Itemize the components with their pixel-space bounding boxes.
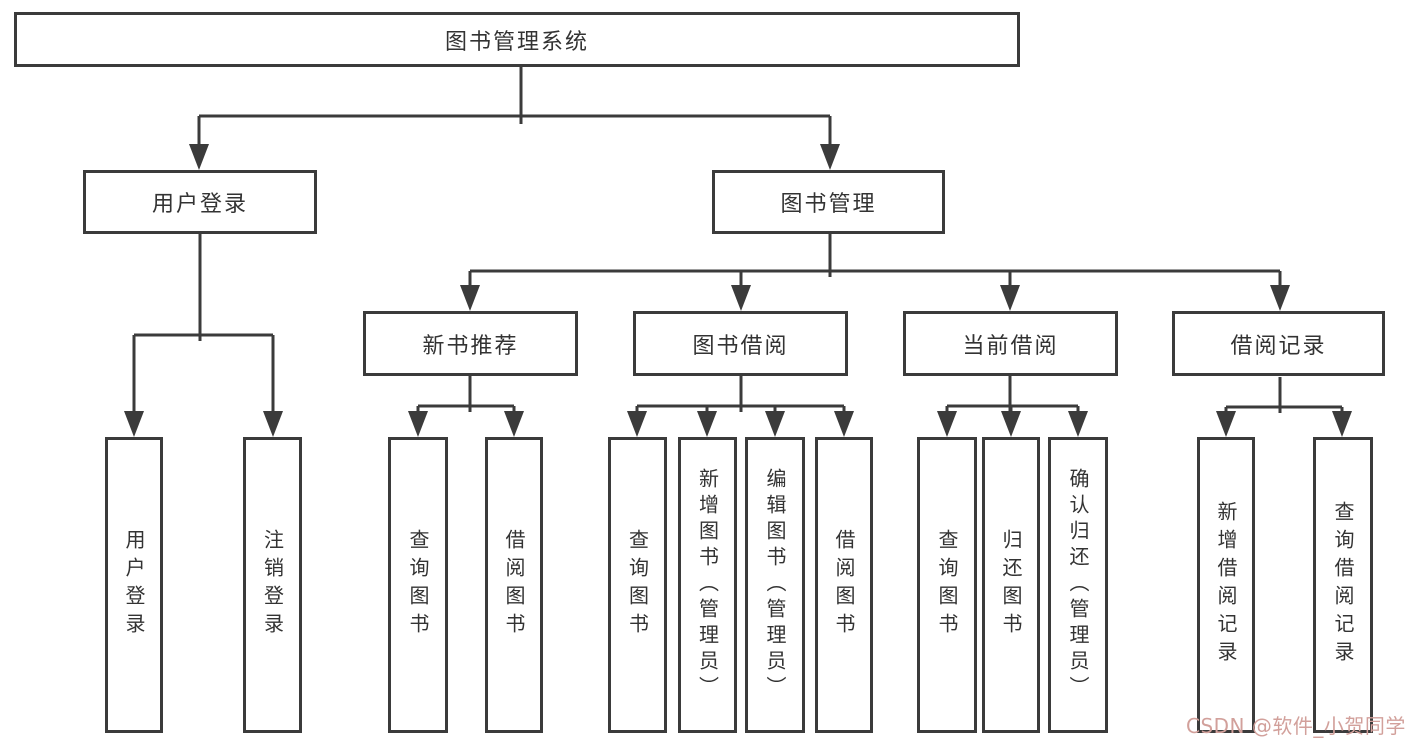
leaf-label: 借阅图书 [832, 529, 856, 641]
node-borrow-records: 借阅记录 [1172, 311, 1385, 376]
node-new-book-recommend: 新书推荐 [363, 311, 578, 376]
csdn-watermark: CSDN @软件_小贺同学 [1186, 714, 1405, 738]
leaf-label: 查询图书 [935, 529, 959, 641]
node-label: 用户登录 [151, 192, 248, 217]
leaf-label: 编辑图书（管理员） [763, 468, 787, 702]
leaf-current-search-book: 查询图书 [917, 437, 977, 733]
leaf-borrow-add-book-admin: 新增图书（管理员） [678, 437, 737, 733]
leaf-current-confirm-return-admin: 确认归还（管理员） [1048, 437, 1108, 733]
leaf-borrow-borrow-book: 借阅图书 [815, 437, 873, 733]
node-label: 图书借阅 [692, 333, 789, 359]
node-book-management: 图书管理 [712, 170, 945, 234]
leaf-newbooks-search-book: 查询图书 [388, 437, 448, 733]
node-user-login: 用户登录 [83, 170, 317, 234]
node-current-borrow: 当前借阅 [903, 311, 1118, 376]
leaf-user-login: 用户登录 [105, 437, 163, 733]
leaf-logout: 注销登录 [243, 437, 302, 733]
leaf-borrow-edit-book-admin: 编辑图书（管理员） [745, 437, 805, 733]
leaf-label: 查询图书 [406, 529, 430, 641]
leaf-label: 用户登录 [122, 529, 146, 641]
node-library-management-system: 图书管理系统 [14, 12, 1020, 67]
leaf-label: 确认归还（管理员） [1066, 468, 1090, 702]
node-label: 借阅记录 [1230, 333, 1327, 359]
node-label: 当前借阅 [962, 333, 1059, 359]
leaf-label: 注销登录 [260, 529, 285, 641]
leaf-current-return-book: 归还图书 [982, 437, 1040, 733]
leaf-label: 归还图书 [999, 529, 1023, 641]
leaf-records-search-record: 查询借阅记录 [1313, 437, 1373, 733]
leaf-records-add-record: 新增借阅记录 [1197, 437, 1255, 733]
leaf-newbooks-borrow-book: 借阅图书 [485, 437, 543, 733]
leaf-label: 新增图书（管理员） [695, 468, 720, 702]
node-label: 图书管理系统 [444, 29, 589, 55]
node-label: 图书管理 [780, 192, 877, 217]
node-book-borrow: 图书借阅 [633, 311, 848, 376]
leaf-label: 新增借阅记录 [1214, 501, 1238, 669]
leaf-label: 查询借阅记录 [1331, 501, 1355, 669]
leaf-label: 查询图书 [625, 529, 650, 641]
node-label: 新书推荐 [422, 333, 519, 359]
leaf-label: 借阅图书 [502, 529, 526, 641]
leaf-borrow-search-book: 查询图书 [608, 437, 667, 733]
